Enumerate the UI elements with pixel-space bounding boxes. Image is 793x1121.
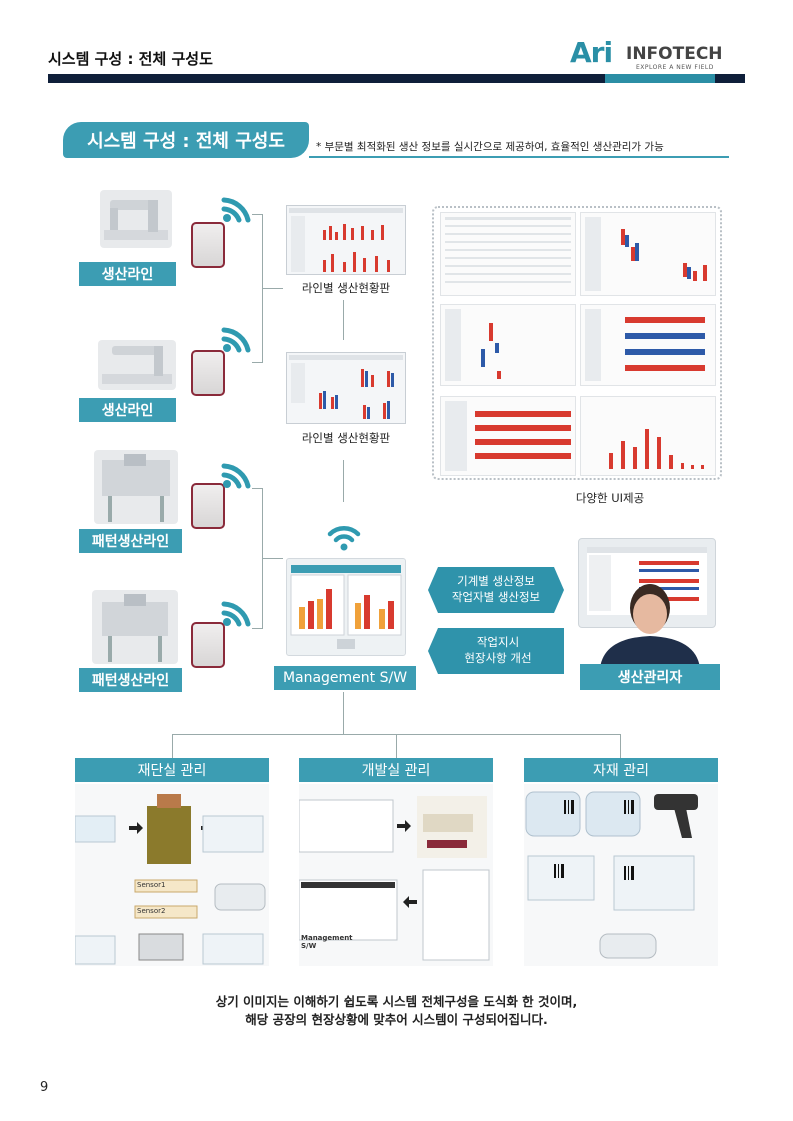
management-sw-label: Management S/W bbox=[274, 666, 416, 690]
arrow-left-banner bbox=[428, 628, 564, 674]
arrow-left-text-line: 현장사항 개선 bbox=[464, 651, 532, 666]
section-title: 시스템 구성 : 전체 구성도 bbox=[63, 122, 309, 158]
iot-device-icon bbox=[191, 222, 225, 268]
cutting-room-label: 재단실 관리 bbox=[75, 758, 269, 782]
sewing-machine-image bbox=[100, 190, 172, 248]
connector-line bbox=[263, 288, 283, 289]
section-underline bbox=[309, 156, 729, 158]
ui-screen bbox=[580, 396, 716, 476]
connector-line bbox=[620, 734, 621, 758]
ui-screen bbox=[440, 396, 576, 476]
pattern-machine-icon bbox=[102, 594, 168, 662]
connector-line bbox=[252, 362, 263, 363]
logo-infotech: INFOTECH bbox=[626, 44, 723, 64]
sewing-machine-image bbox=[98, 340, 176, 390]
wifi-icon bbox=[221, 197, 251, 223]
mgmt-sw-caption: Management S/W bbox=[301, 934, 353, 951]
footer-line: 해당 공장의 현장상황에 맞추어 시스템이 구성되어집니다. bbox=[245, 1012, 548, 1028]
pattern-machine-image bbox=[92, 590, 178, 664]
ui-screen bbox=[580, 212, 716, 296]
wifi-icon bbox=[221, 463, 251, 489]
pattern-machine-image bbox=[94, 450, 178, 524]
arrow-right-text-line: 작업자별 생산정보 bbox=[451, 590, 541, 605]
mgmt-sw-caption-line: S/W bbox=[301, 942, 317, 951]
page-header-title: 시스템 구성 : 전체 구성도 bbox=[48, 50, 213, 68]
wifi-icon bbox=[221, 601, 251, 627]
material-illustration bbox=[525, 791, 698, 959]
connector-line bbox=[343, 692, 344, 734]
iot-device-icon bbox=[191, 483, 225, 529]
connector-line bbox=[252, 214, 263, 215]
manager-person-icon bbox=[600, 584, 700, 668]
connector-line bbox=[252, 628, 263, 629]
production-line-label: 생산라인 bbox=[79, 398, 176, 422]
page-number: 9 bbox=[40, 1080, 49, 1095]
arrow-right-banner bbox=[428, 567, 564, 613]
arrow-left-text-line: 작업지시 bbox=[476, 635, 520, 649]
production-manager-label: 생산관리자 bbox=[580, 664, 720, 690]
connector-line bbox=[343, 300, 344, 340]
development-room-label: 개발실 관리 bbox=[299, 758, 493, 782]
mgmt-sw-caption-line: Management bbox=[301, 934, 353, 942]
dashboard-bars-icon bbox=[289, 208, 403, 272]
connector-line bbox=[262, 488, 263, 628]
logo-ari: Ari bbox=[570, 36, 613, 69]
logo-tagline: EXPLORE A NEW FIELD bbox=[636, 64, 714, 71]
footer-line: 상기 이미지는 이해하기 쉽도록 시스템 전체구성을 도식화 한 것이며, bbox=[215, 994, 578, 1009]
development-room-panel: Management S/W bbox=[298, 784, 493, 966]
section-note: * 부문별 최적화된 생산 정보를 실시간으로 제공하여, 효율적인 생산관리가… bbox=[316, 141, 664, 153]
cutting-room-panel: Sensor1 Sensor2 bbox=[74, 784, 269, 966]
various-ui-label: 다양한 UI제공 bbox=[575, 491, 645, 505]
cutting-room-illustration bbox=[74, 794, 266, 965]
footer-caption: 상기 이미지는 이해하기 쉽도록 시스템 전체구성을 도식화 한 것이며, 해당… bbox=[0, 993, 793, 1029]
sensor1-label: Sensor1 bbox=[137, 881, 166, 889]
ui-screen bbox=[440, 212, 576, 296]
connector-line bbox=[262, 214, 263, 362]
line-dashboard-screen bbox=[286, 352, 406, 424]
sensor2-label: Sensor2 bbox=[137, 907, 166, 915]
production-line-label: 생산라인 bbox=[79, 262, 176, 286]
dashboard-bars-icon bbox=[289, 355, 403, 419]
connector-line bbox=[263, 558, 283, 559]
line-dashboard-screen bbox=[286, 205, 406, 275]
sewing-machine-icon bbox=[104, 200, 168, 240]
pattern-line-label: 패턴생산라인 bbox=[79, 668, 182, 692]
management-chart-icon bbox=[290, 565, 402, 649]
arrow-left-text: 작업지시 현장사항 개선 bbox=[440, 634, 556, 666]
arrow-right-text-line: 기계별 생산정보 bbox=[457, 574, 535, 588]
connector-line bbox=[172, 734, 173, 758]
various-ui-frame bbox=[432, 206, 722, 480]
connector-line bbox=[252, 488, 263, 489]
sewing-machine-icon bbox=[102, 346, 172, 384]
iot-device-icon bbox=[191, 622, 225, 668]
iot-device-icon bbox=[191, 350, 225, 396]
material-management-label: 자재 관리 bbox=[524, 758, 718, 782]
wifi-icon bbox=[327, 526, 361, 551]
header-bar bbox=[48, 74, 745, 83]
pattern-line-label: 패턴생산라인 bbox=[79, 529, 182, 553]
material-panel bbox=[524, 784, 718, 966]
pattern-machine-icon bbox=[102, 454, 170, 522]
connector-line bbox=[396, 734, 397, 758]
line-dashboard-label: 라인별 생산현황판 bbox=[301, 431, 391, 445]
management-monitor bbox=[286, 558, 406, 656]
line-dashboard-label: 라인별 생산현황판 bbox=[301, 281, 391, 295]
development-room-illustration bbox=[298, 796, 490, 961]
ui-screen bbox=[440, 304, 576, 386]
wifi-icon bbox=[221, 327, 251, 353]
connector-line bbox=[343, 460, 344, 502]
arrow-right-text: 기계별 생산정보 작업자별 생산정보 bbox=[438, 573, 554, 605]
header-bar-accent bbox=[605, 74, 715, 83]
ui-screen bbox=[580, 304, 716, 386]
